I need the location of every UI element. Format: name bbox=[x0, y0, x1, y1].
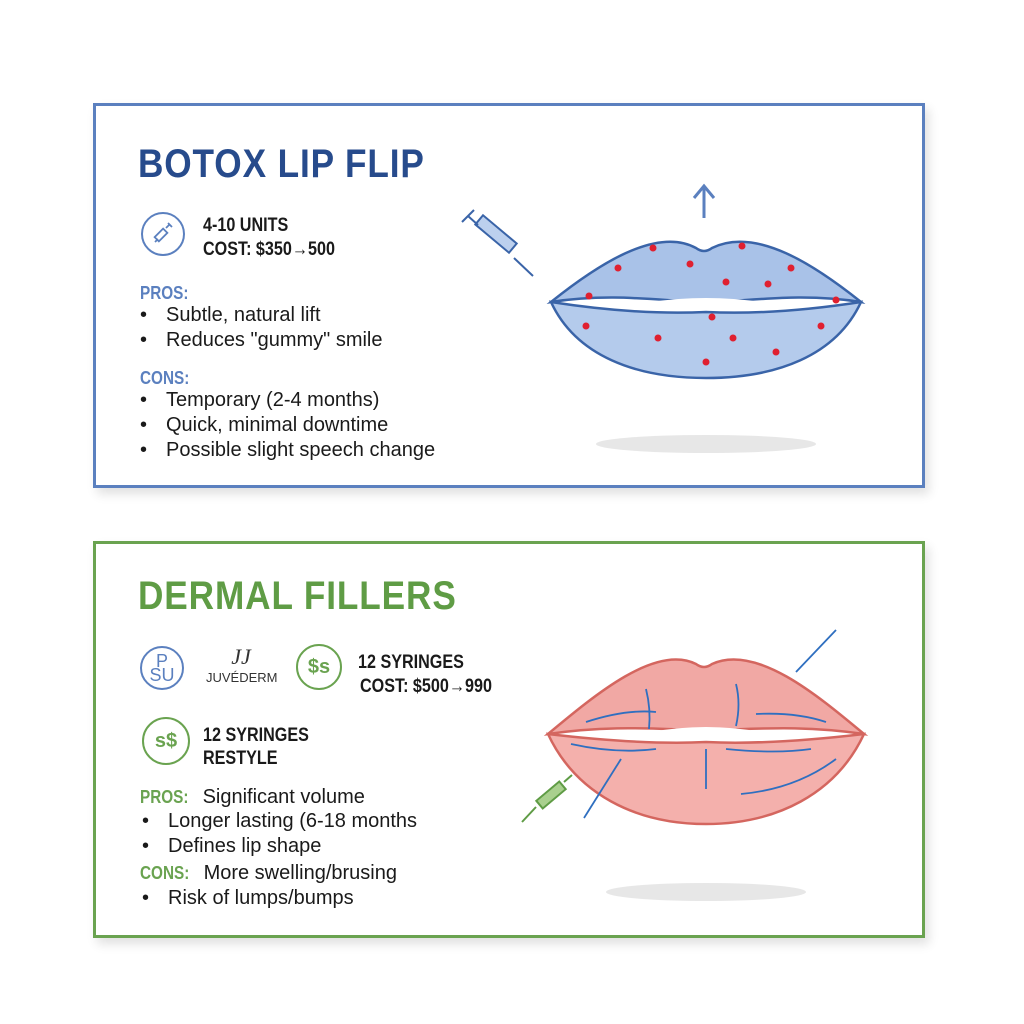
botox-pros-label: PROS: bbox=[140, 283, 189, 303]
syringe-icon bbox=[461, 209, 534, 277]
filler-item2-name: RESTYLE bbox=[203, 748, 278, 769]
filler-item2-qty: 12 SYRINGES bbox=[203, 725, 309, 746]
juvederm-logo: JJ JUVÉDERM bbox=[206, 644, 278, 685]
fillers-pros-header: PROS: Significant volume bbox=[140, 786, 365, 809]
fillers-cons-header: CONS: More swelling/brusing bbox=[140, 862, 397, 885]
dollar-icon: s$ bbox=[142, 717, 190, 765]
list-item: Risk of lumps/bumps bbox=[140, 886, 354, 911]
upper-lip bbox=[546, 240, 866, 304]
fillers-cons-list: Risk of lumps/bumps bbox=[140, 886, 354, 911]
botox-pros-list: Subtle, natural lift Reduces "gummy" smi… bbox=[138, 303, 382, 353]
fillers-pros-label: PROS: bbox=[140, 787, 189, 807]
injection-arrows bbox=[570, 629, 837, 819]
fillers-pros-list: Longer lasting (6-18 months Defines lip … bbox=[140, 809, 417, 859]
list-item: Possible slight speech change bbox=[138, 438, 435, 463]
filler-item1-qty: 12 SYRINGES bbox=[358, 652, 464, 673]
filler-lips-illustration bbox=[521, 629, 869, 901]
shadow bbox=[596, 435, 816, 453]
list-item: Reduces "gummy" smile bbox=[138, 328, 382, 353]
list-item: Quick, minimal downtime bbox=[138, 413, 435, 438]
botox-units: 4-10 UNITS bbox=[203, 215, 289, 236]
list-item: Subtle, natural lift bbox=[138, 303, 382, 328]
fillers-title: DERMAL FILLERS bbox=[138, 574, 457, 618]
filler-item1-cost: COST: $500→990 bbox=[360, 676, 492, 697]
upper-lip bbox=[543, 658, 869, 736]
dollar-icon: $s bbox=[296, 644, 342, 690]
botox-cons-list: Temporary (2-4 months) Quick, minimal do… bbox=[138, 388, 435, 463]
fillers-cons-first: More swelling/brusing bbox=[203, 862, 397, 884]
botox-cost: COST: $350→500 bbox=[203, 239, 335, 260]
botox-cons-label: CONS: bbox=[140, 368, 190, 388]
injection-points bbox=[582, 242, 840, 366]
botox-lips-illustration bbox=[461, 183, 866, 453]
syringe-icon bbox=[141, 212, 185, 256]
fillers-cons-label: CONS: bbox=[140, 863, 190, 883]
botox-title: BOTOX LIP FLIP bbox=[138, 142, 425, 186]
up-arrow-icon bbox=[692, 183, 716, 218]
fillers-pros-first: Significant volume bbox=[202, 786, 365, 808]
syringe-icon bbox=[521, 774, 573, 823]
juvederm-logo-text: JUVÉDERM bbox=[206, 670, 278, 685]
list-item: Temporary (2-4 months) bbox=[138, 388, 435, 413]
list-item: Defines lip shape bbox=[140, 834, 417, 859]
botox-card: BOTOX LIP FLIP 4-10 UNITS COST: $350→500… bbox=[93, 103, 925, 488]
lower-lip bbox=[548, 300, 864, 380]
shadow bbox=[606, 883, 806, 901]
list-item: Longer lasting (6-18 months bbox=[140, 809, 417, 834]
